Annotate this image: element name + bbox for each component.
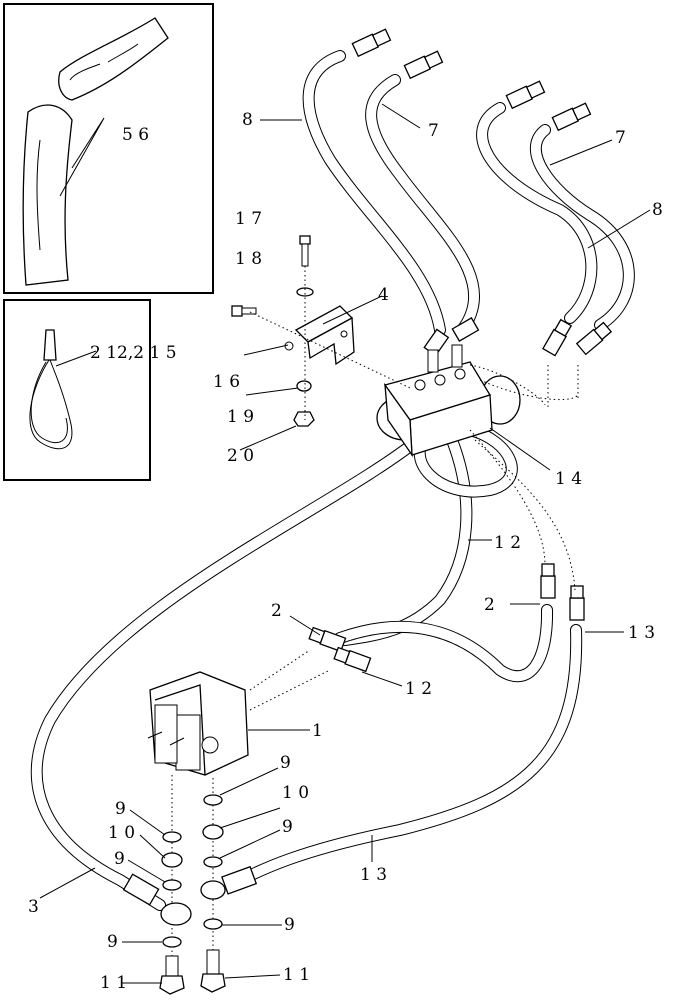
callout-10-left: 1 0 (108, 823, 135, 843)
callout-9-a: 9 (280, 753, 291, 773)
callout-9-f: 9 (107, 932, 118, 952)
callout-7-right: 7 (615, 128, 626, 148)
callout-2-12-2-15: 2 12,2 1 5 (90, 343, 177, 363)
callout-19: 1 9 (227, 407, 254, 427)
control-valve (147, 649, 331, 960)
valve-block (376, 344, 521, 458)
callout-20: 2 0 (227, 446, 254, 466)
callout-13-lower: 1 3 (360, 865, 387, 885)
fasteners (231, 235, 411, 427)
hose-end-fittings (122, 28, 613, 906)
callout-2-right: 2 (484, 595, 495, 615)
callout-14: 1 4 (555, 469, 582, 489)
callout-11-left: 1 1 (100, 973, 127, 993)
callout-9-c: 9 (282, 817, 293, 837)
washers-and-bolts (159, 794, 226, 995)
callout-13-upper: 1 3 (628, 623, 655, 643)
callout-11-right: 1 1 (283, 965, 310, 985)
hoses (30, 50, 635, 911)
callout-12-lower: 1 2 (405, 679, 432, 699)
callout-8-left: 8 (242, 110, 253, 130)
callout-56: 5 6 (122, 125, 149, 145)
callout-9-b: 9 (115, 799, 126, 819)
callout-9-e: 9 (284, 915, 295, 935)
callout-16: 1 6 (213, 372, 240, 392)
callout-12-upper: 1 2 (494, 533, 521, 553)
callout-3: 3 (28, 897, 39, 917)
callout-8-right: 8 (652, 200, 663, 220)
callout-9-d: 9 (114, 849, 125, 869)
inset-cable-tie (3, 299, 151, 481)
callout-10-right: 1 0 (282, 783, 309, 803)
callout-1: 1 (312, 721, 323, 741)
callout-7-left: 7 (428, 121, 439, 141)
callouts: 5 6 8 7 7 8 1 7 1 8 4 2 12,2 1 5 1 6 1 9… (28, 110, 663, 993)
inset-hose-sleeve (3, 3, 214, 294)
leader-lines (39, 103, 651, 984)
callout-17: 1 7 (235, 209, 262, 229)
callout-18: 1 8 (235, 249, 262, 269)
callout-2-left: 2 (271, 601, 282, 621)
callout-4: 4 (378, 285, 389, 305)
connection-lines (469, 364, 579, 591)
